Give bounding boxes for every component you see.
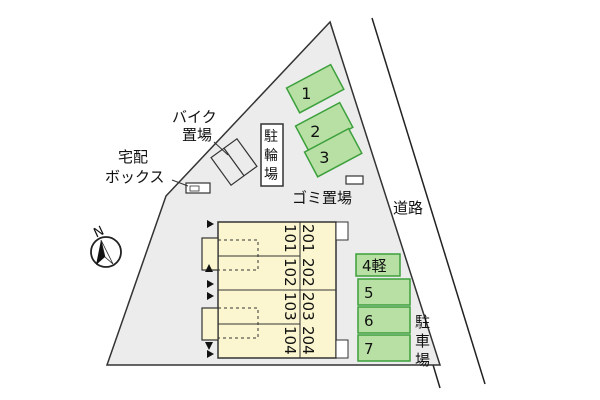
car-parking: 4軽 5 6 7 [355,253,411,362]
unit-101: 101 [281,224,299,253]
unit-102: 102 [281,258,299,287]
car-slot-7 [357,334,411,362]
unit-203: 203 [299,292,317,321]
car-parking-label-2: 車 [415,332,430,350]
car-slot-6-label: 6 [364,312,374,330]
car-parking-label-1: 駐 [415,313,430,331]
road-edge-right [371,17,486,385]
stair-upper [201,237,219,271]
bicycle-slot [303,127,363,178]
entrance-arrow [207,280,214,288]
delivery-box-label-2: ボックス [105,168,165,186]
stair-lower [201,307,219,341]
garbage-area [345,175,364,185]
car-parking-label-3: 場 [415,351,430,369]
unit-labels-upper: 201 202 203 204 [299,224,317,355]
bicycle-parking-label-2: 輪 [264,147,278,164]
unit-104: 104 [281,326,299,355]
car-slot-6 [357,306,411,334]
delivery-box-inner [189,185,200,192]
bicycle-parking-label-box [260,123,284,187]
bicycle-parking: 1 2 3 [285,63,363,178]
bike-parking-leader [213,141,229,156]
car-slot-7-label: 7 [364,340,374,358]
unit-204: 204 [299,326,317,355]
unit-103: 103 [281,292,299,321]
entrance-arrow [207,350,214,358]
bicycle-slot-number: 2 [310,122,320,141]
bicycle-parking-label-3: 場 [264,167,278,183]
north-compass [90,236,122,268]
delivery-box [185,182,211,194]
delivery-box-leader [171,179,189,187]
bicycle-slot-number: 3 [319,148,329,167]
entrance-arrow [205,264,213,272]
unit-201: 201 [299,224,317,253]
entrance-arrow [205,342,213,350]
car-slot-4-label: 4軽 [362,257,387,275]
delivery-box-label-1: 宅配 [118,148,148,166]
entrance-arrow [207,292,214,300]
lot-area [105,20,442,366]
entrance-arrow [207,220,214,228]
garbage-label: ゴミ置場 [292,189,352,207]
road-label: 道路 [393,199,423,217]
bicycle-slot-number: 1 [301,84,311,103]
bicycle-slot [285,63,345,114]
apartment-building [201,220,349,359]
bike-parking-label-2: 置場 [182,126,212,144]
car-slot-4 [355,253,401,277]
unit-labels-lower: 101 102 103 104 [281,224,299,355]
unit-202: 202 [299,258,317,287]
bike-parking-label-1: バイク [172,108,217,126]
car-slot-5 [357,278,411,306]
bicycle-parking-label-1: 駐 [264,129,278,145]
bike-parking-area [210,138,258,186]
car-slot-5-label: 5 [364,284,374,302]
